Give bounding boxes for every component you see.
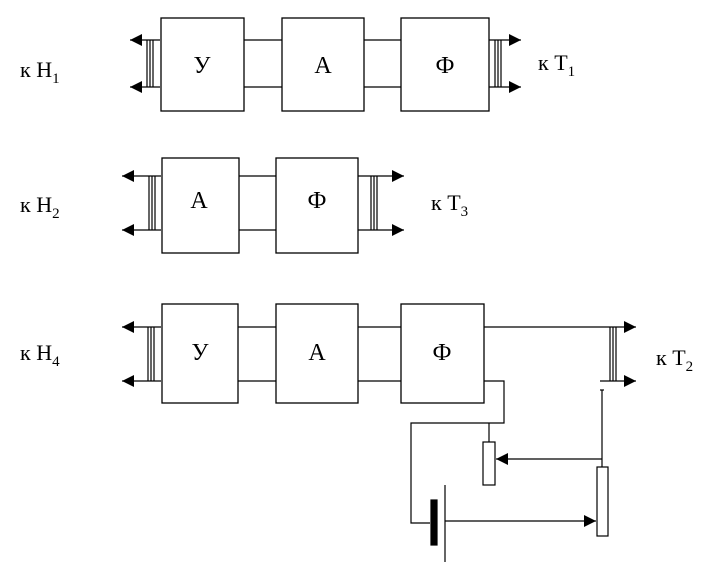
row-1-right-label: к Т1 bbox=[538, 50, 575, 80]
row-2-block-1-label: А bbox=[190, 188, 208, 214]
row-2-connectors bbox=[239, 175, 276, 231]
row-1-block-3-label: Ф bbox=[436, 53, 455, 79]
bias-wire-1 bbox=[410, 380, 505, 524]
row-3-right-label: к Т2 bbox=[656, 345, 693, 375]
row-2-right-label: к Т3 bbox=[431, 190, 468, 220]
row-3-connectors bbox=[238, 326, 401, 382]
row-3-block-2-label: А bbox=[308, 340, 326, 366]
row-3-left-label: к Н4 bbox=[20, 340, 60, 370]
bias-circuit bbox=[410, 380, 609, 562]
row-1-block-3 bbox=[400, 17, 490, 112]
row-3-block-3 bbox=[400, 303, 485, 404]
row-3-block-3-label: Ф bbox=[433, 340, 452, 366]
row-2-left-bus bbox=[122, 170, 161, 236]
row-2: к Н2 А Ф к Т3 bbox=[20, 157, 468, 254]
row-3-block-2 bbox=[275, 303, 359, 404]
row-1-block-2 bbox=[281, 17, 365, 112]
row-3-block-1-label: У bbox=[192, 340, 209, 366]
row-2-right-bus bbox=[358, 170, 404, 236]
row-1-connectors bbox=[244, 39, 401, 88]
row-1-left-bus bbox=[130, 34, 160, 93]
battery-short-plate bbox=[430, 499, 438, 546]
row-1-right-bus bbox=[489, 34, 521, 93]
row-1: к Н1 У А Ф bbox=[20, 17, 575, 112]
row-1-block-1-label: У bbox=[194, 53, 211, 79]
large-resistor bbox=[596, 466, 609, 537]
row-1-block-2-label: А bbox=[314, 53, 332, 79]
row-3-block-1 bbox=[161, 303, 239, 404]
row-3: к Н4 У А Ф к Т2 bbox=[20, 303, 693, 562]
row-1-left-label: к Н1 bbox=[20, 57, 60, 87]
row-2-left-label: к Н2 bbox=[20, 192, 60, 222]
row-3-left-bus bbox=[122, 321, 161, 387]
small-resistor bbox=[482, 441, 496, 486]
row-1-block-1 bbox=[160, 17, 245, 112]
row-3-output-bus bbox=[484, 321, 636, 387]
row-2-block-2 bbox=[275, 157, 359, 254]
row-2-block-1 bbox=[161, 157, 240, 254]
row-2-block-2-label: Ф bbox=[308, 188, 327, 214]
